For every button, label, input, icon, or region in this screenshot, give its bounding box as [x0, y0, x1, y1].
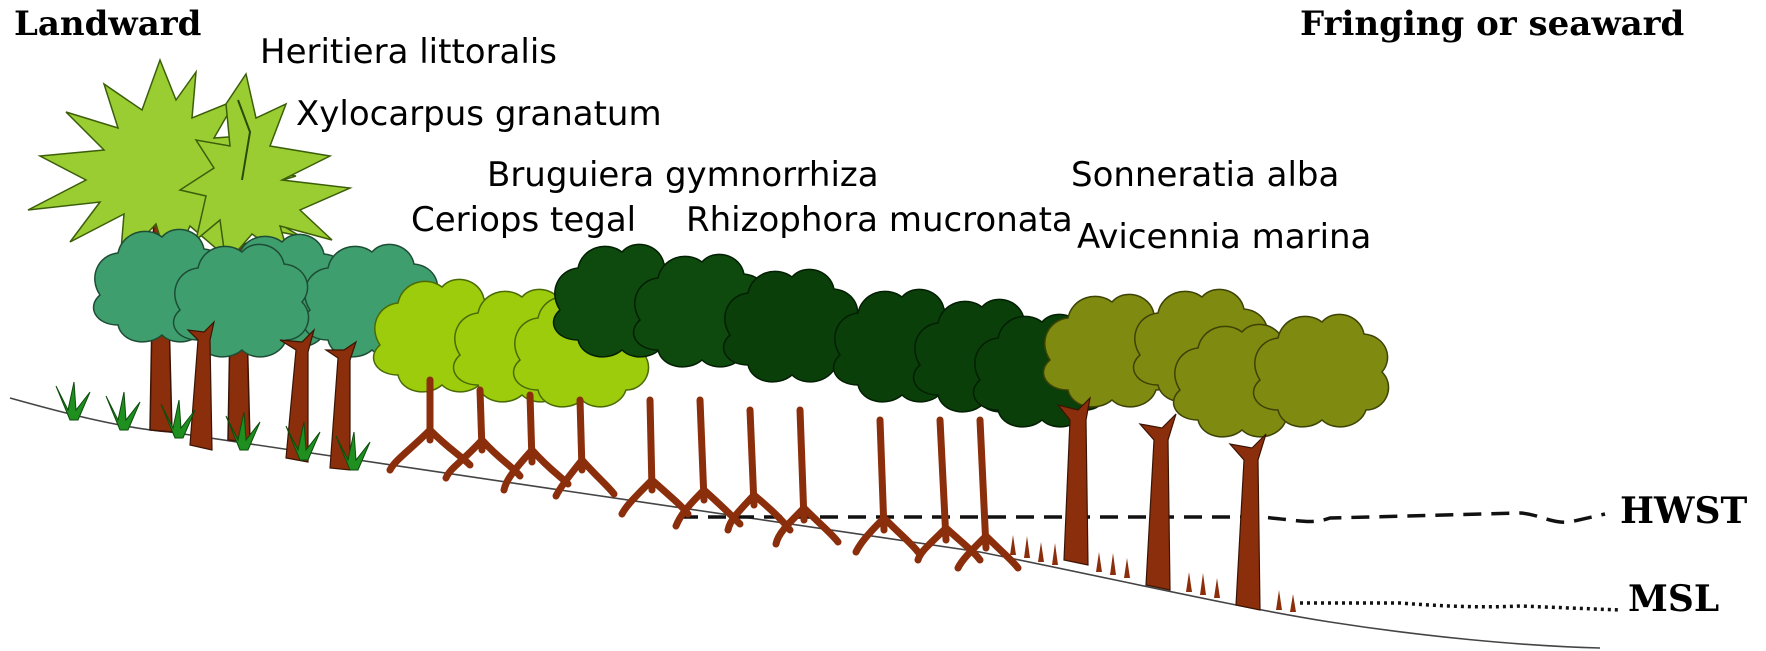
stilt-roots — [390, 380, 1018, 568]
landward-seedlings — [56, 382, 370, 470]
msl-line — [1300, 603, 1620, 610]
avicennia-tree — [1174, 314, 1389, 436]
